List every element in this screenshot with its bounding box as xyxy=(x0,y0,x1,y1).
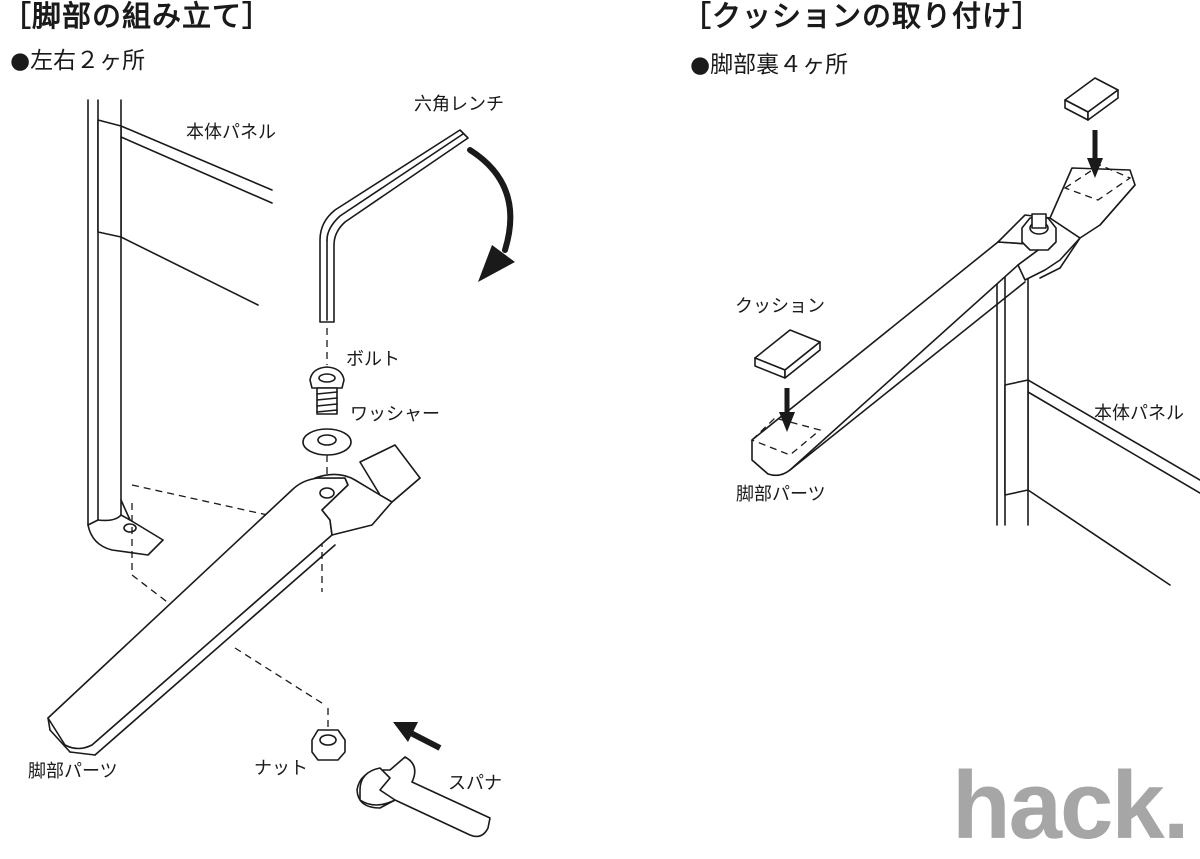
spanner-icon xyxy=(356,756,491,838)
label-hex-wrench: 六角レンチ xyxy=(414,94,504,115)
left-guide-lines xyxy=(131,328,329,728)
right-leg-part xyxy=(750,164,1136,477)
washer-icon xyxy=(302,428,352,456)
label-spanner: スパナ xyxy=(448,773,502,794)
nut-icon xyxy=(311,729,346,761)
left-panel-frame xyxy=(87,99,273,556)
right-panel-frame xyxy=(996,261,1200,586)
push-arrow-icon xyxy=(779,388,795,432)
bolt-icon xyxy=(309,366,345,415)
push-arrow-icon xyxy=(393,722,442,751)
label-panel: 本体パネル xyxy=(186,122,276,143)
cushion-icon xyxy=(1064,77,1119,121)
brand-logo: hack. xyxy=(952,752,1189,859)
left-subtitle: ●左右２ヶ所 xyxy=(10,48,146,74)
cushion-icon xyxy=(754,329,821,379)
label-leg-part-right: 脚部パーツ xyxy=(736,484,826,505)
label-cushion: クッション xyxy=(735,296,825,317)
label-bolt: ボルト xyxy=(346,349,400,370)
label-leg-part: 脚部パーツ xyxy=(28,761,118,782)
right-title: ［クッションの取り付け］ xyxy=(682,0,1043,33)
left-title: ［脚部の組み立て］ xyxy=(2,0,273,33)
hex-wrench-icon xyxy=(319,129,469,323)
label-panel-right: 本体パネル xyxy=(1094,403,1184,424)
rotation-arrow-icon xyxy=(467,147,515,282)
label-nut: ナット xyxy=(254,758,308,779)
left-leg-part xyxy=(47,444,421,756)
push-arrow-icon xyxy=(1087,130,1103,178)
right-subtitle: ●脚部裏４ヶ所 xyxy=(690,52,849,78)
label-washer: ワッシャー xyxy=(350,404,440,425)
